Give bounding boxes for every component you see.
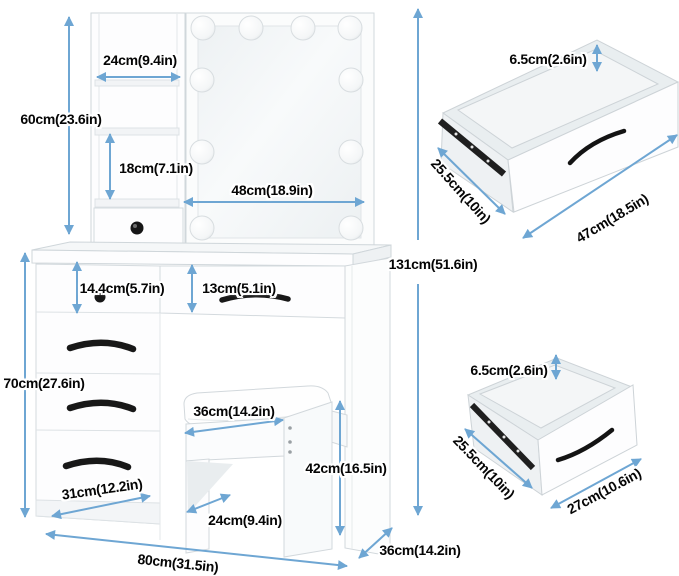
arrow-big-drawer-width bbox=[522, 134, 678, 239]
dim-stool-width: 36cm(14.2in) bbox=[193, 403, 275, 419]
dim-shelf-gap: 18cm(7.1in) bbox=[119, 160, 193, 176]
light-bulb bbox=[189, 215, 215, 241]
dim-small-drawer-width: 27cm(10.6in) bbox=[564, 464, 644, 518]
dim-total-height: 131cm(51.6in) bbox=[388, 256, 478, 272]
drawer-handle bbox=[66, 339, 137, 353]
shelf bbox=[94, 127, 180, 136]
dim-total-width: 80cm(31.5in) bbox=[136, 550, 220, 576]
light-bulb bbox=[189, 67, 215, 93]
light-bulb bbox=[338, 67, 364, 93]
arrow-stool-depth bbox=[186, 493, 231, 514]
drawer-handle bbox=[62, 457, 132, 471]
arrow-drawer-front-width bbox=[51, 492, 151, 520]
light-bulb bbox=[190, 15, 216, 41]
dim-left-drawer-height: 14.4cm(5.7in) bbox=[79, 280, 165, 296]
dim-table-height: 70cm(27.6in) bbox=[3, 375, 85, 391]
dim-small-drawer-depth: 25.5cm(10in) bbox=[450, 432, 518, 502]
drawer-handle bbox=[66, 399, 137, 413]
arrow-small-drawer-width bbox=[550, 458, 642, 509]
dim-big-drawer-width: 47cm(18.5in) bbox=[573, 190, 651, 246]
light-bulb bbox=[338, 215, 364, 241]
dimension-arrows bbox=[20, 7, 678, 571]
dim-mirror-width: 48cm(18.9in) bbox=[231, 182, 313, 198]
arrow-big-drawer-depth bbox=[437, 147, 506, 215]
light-bulb bbox=[238, 15, 264, 41]
arrow-stool-width bbox=[184, 416, 284, 437]
dim-stool-height: 42cm(16.5in) bbox=[305, 460, 387, 476]
arrow-table-depth bbox=[358, 527, 393, 559]
arrow-small-drawer-depth bbox=[464, 428, 533, 489]
dim-drawer-front-width: 31cm(12.2in) bbox=[60, 475, 144, 503]
dim-shelf-width: 24cm(9.4in) bbox=[103, 52, 177, 68]
arrow-total-width bbox=[45, 529, 348, 571]
dim-hutch-height: 60cm(23.6in) bbox=[20, 111, 102, 127]
dim-big-drawer-height: 6.5cm(2.6in) bbox=[509, 51, 587, 67]
center-drawer bbox=[159, 265, 346, 540]
light-bulbs bbox=[189, 15, 364, 241]
dim-small-drawer-height: 6.5cm(2.6in) bbox=[470, 362, 548, 378]
dim-big-drawer-depth: 25.5cm(10in) bbox=[427, 155, 495, 227]
dim-stool-depth: 24cm(9.4in) bbox=[208, 512, 282, 528]
light-bulb bbox=[337, 15, 363, 41]
drawer-handle bbox=[555, 427, 615, 463]
light-bulb bbox=[290, 15, 316, 41]
drawer-knob bbox=[94, 291, 106, 303]
dim-table-depth: 36cm(14.2in) bbox=[379, 542, 461, 558]
dim-center-drawer-height: 13cm(5.1in) bbox=[202, 280, 276, 296]
light-bulb bbox=[338, 139, 364, 165]
light-bulb bbox=[189, 139, 215, 165]
drawer-handle bbox=[219, 292, 291, 303]
shelf bbox=[94, 198, 180, 208]
desktop bbox=[31, 241, 392, 267]
hutch-shelf-unit bbox=[90, 12, 186, 251]
